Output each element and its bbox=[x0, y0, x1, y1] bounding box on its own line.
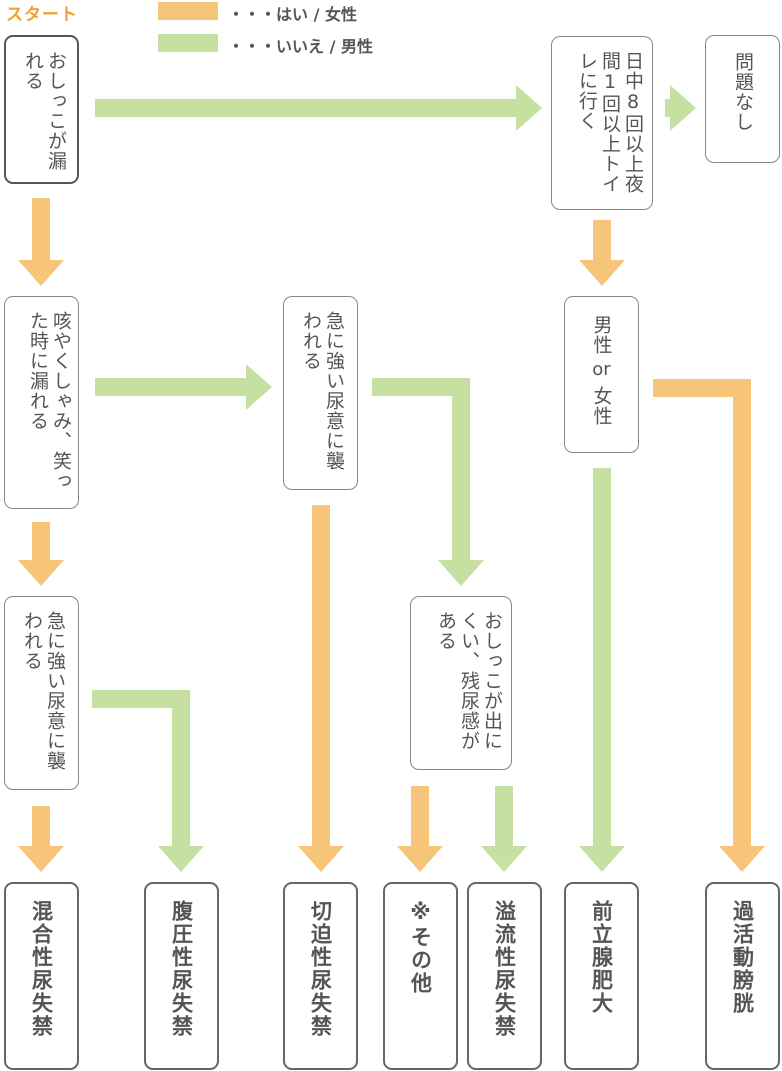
arrow-gender-male-to-prostate bbox=[579, 468, 625, 872]
result-overflow-incontinence: 溢流性尿失禁 bbox=[467, 882, 542, 1070]
arrow-urgency-left-to-stress bbox=[92, 690, 204, 872]
arrow-difficulty-to-overflow bbox=[481, 786, 527, 872]
arrow-start-to-cough bbox=[18, 198, 64, 286]
arrow-start-to-frequency bbox=[95, 85, 542, 131]
arrow-difficulty-to-other bbox=[397, 786, 443, 872]
node-frequency-text: 日中8回以上夜間1回以上トイレに行く bbox=[576, 51, 644, 194]
arrow-urgency-mid-to-difficulty bbox=[372, 378, 484, 586]
legend-text-yes: ・・・はい / 女性 bbox=[228, 5, 357, 24]
arrow-cough-to-urgency-mid bbox=[95, 364, 272, 410]
result-overflow-text: 溢流性尿失禁 bbox=[492, 900, 517, 1038]
arrow-frequency-to-gender bbox=[579, 220, 625, 286]
legend-swatch-yes bbox=[158, 2, 218, 20]
gender-female: 女性 bbox=[590, 386, 613, 426]
start-label: スタート bbox=[6, 5, 78, 25]
arrow-frequency-to-no-problem bbox=[665, 85, 696, 131]
node-gender: 男性 or 女性 bbox=[564, 296, 639, 453]
node-start-leak-text: おしっこが漏れる bbox=[22, 51, 67, 171]
node-urgency-mid-text: 急に強い尿意に襲われる bbox=[300, 311, 345, 471]
node-cough-leak-text: 咳やくしゃみ、笑った時に漏れる bbox=[27, 311, 72, 491]
result-overactive-text: 過活動膀胱 bbox=[730, 900, 755, 1015]
arrow-urgency-left-to-mixed bbox=[18, 806, 64, 872]
node-no-problem: 問題なし bbox=[705, 35, 780, 163]
node-gender-text: 男性 or 女性 bbox=[565, 315, 638, 426]
legend-swatch-no bbox=[158, 34, 218, 52]
node-no-problem-text: 問題なし bbox=[732, 52, 754, 132]
result-urge-text: 切迫性尿失禁 bbox=[308, 900, 333, 1038]
node-urgency-left: 急に強い尿意に襲われる bbox=[4, 596, 79, 790]
node-difficulty-text: おしっこが出にくい、残尿感がある bbox=[435, 611, 503, 751]
arrow-gender-female-to-overactive bbox=[653, 379, 765, 872]
gender-or: or bbox=[592, 359, 611, 380]
node-urgency-mid: 急に強い尿意に襲われる bbox=[283, 296, 358, 490]
node-difficulty: おしっこが出にくい、残尿感がある bbox=[410, 596, 512, 770]
result-mixed-text: 混合性尿失禁 bbox=[29, 900, 54, 1038]
result-other-text: ※その他 bbox=[408, 900, 433, 995]
node-cough-leak: 咳やくしゃみ、笑った時に漏れる bbox=[4, 296, 79, 509]
node-frequency: 日中8回以上夜間1回以上トイレに行く bbox=[551, 36, 653, 210]
node-start-leak: おしっこが漏れる bbox=[4, 35, 79, 184]
result-other: ※その他 bbox=[383, 882, 458, 1070]
result-urge-incontinence: 切迫性尿失禁 bbox=[283, 882, 358, 1070]
result-stress-text: 腹圧性尿失禁 bbox=[169, 900, 194, 1038]
legend-text-no: ・・・いいえ / 男性 bbox=[228, 37, 373, 56]
node-urgency-left-text: 急に強い尿意に襲われる bbox=[21, 611, 66, 771]
arrow-cough-to-urgency-left bbox=[18, 522, 64, 586]
result-stress-incontinence: 腹圧性尿失禁 bbox=[144, 882, 219, 1070]
result-prostate-enlargement: 前立腺肥大 bbox=[564, 882, 639, 1070]
result-mixed-incontinence: 混合性尿失禁 bbox=[4, 882, 79, 1070]
gender-male: 男性 bbox=[590, 315, 613, 355]
result-prostate-text: 前立腺肥大 bbox=[589, 900, 614, 1015]
arrow-urgency-mid-to-urge bbox=[298, 505, 344, 872]
result-overactive-bladder: 過活動膀胱 bbox=[705, 882, 780, 1070]
